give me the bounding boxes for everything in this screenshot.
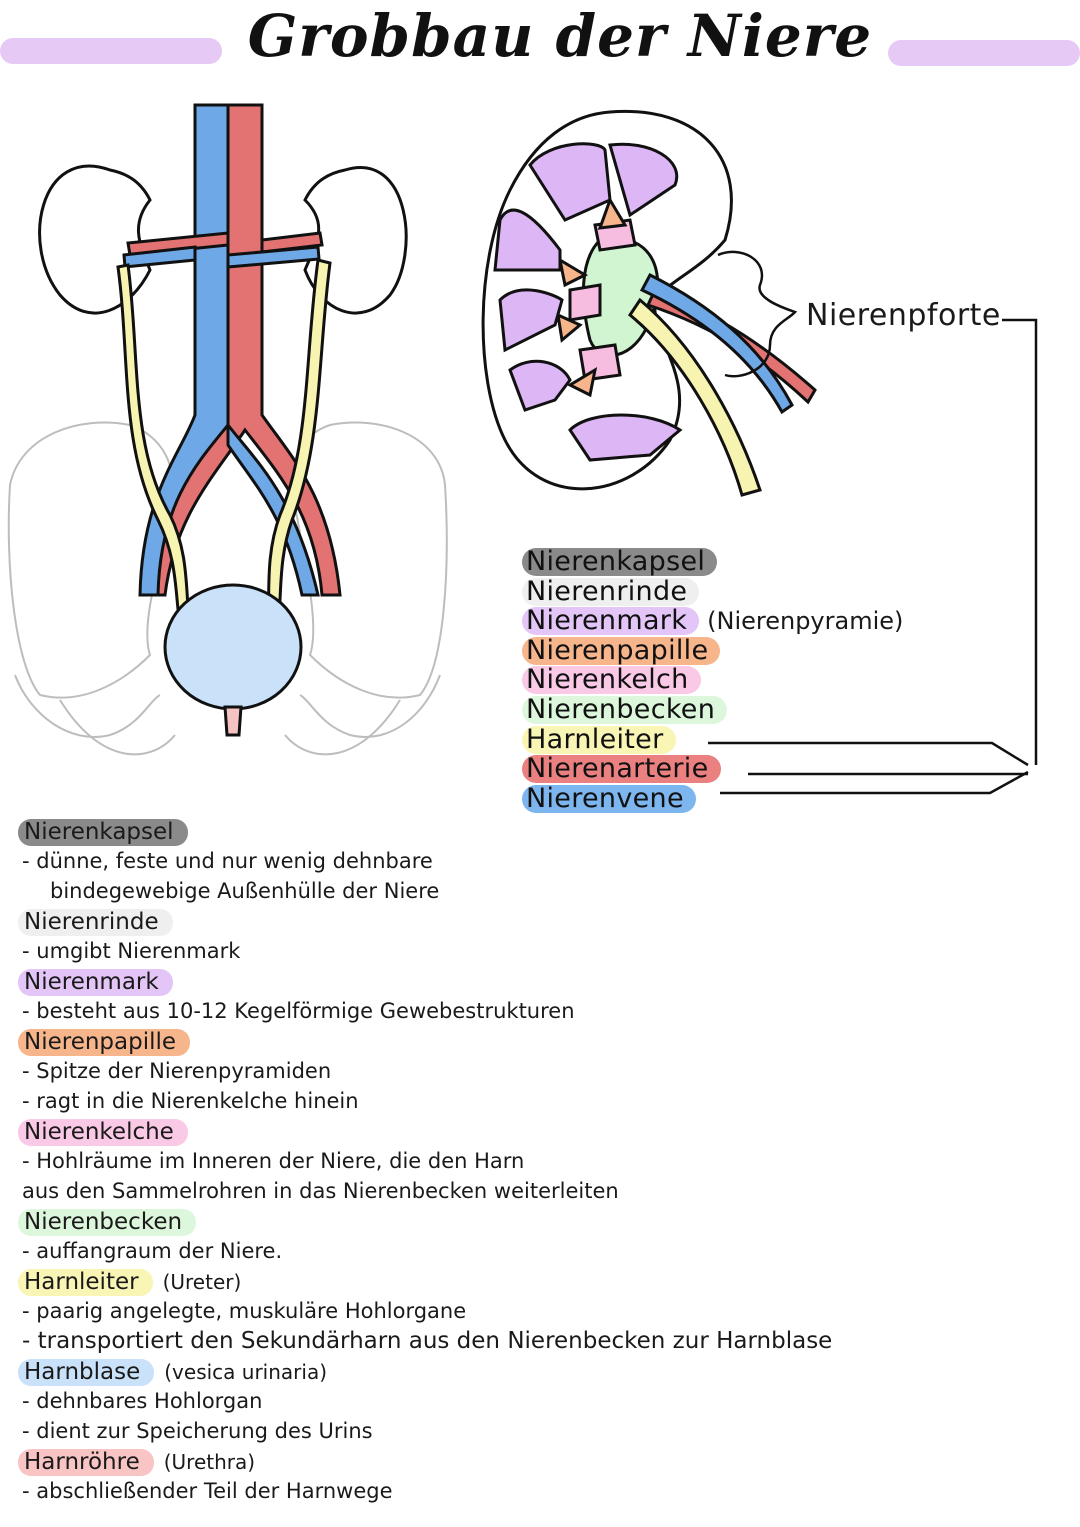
- title-bar-left: [0, 38, 222, 64]
- legend-item: Nierenmark(Nierenpyramie): [522, 607, 903, 637]
- legend-label: Nierenpapille: [522, 636, 721, 665]
- legend-item: Nierenbecken: [522, 695, 903, 726]
- papilla-3: [556, 312, 583, 343]
- note-block-harnleiter: Harnleiter (Ureter) - paarig angelegte, m…: [18, 1266, 1068, 1356]
- legend-item: Nierenvene: [522, 784, 903, 815]
- pelvis-left-wing: [7, 421, 174, 699]
- note-line: - auffangraum der Niere.: [22, 1239, 283, 1263]
- note-block-nierenbecken: Nierenbecken - auffangraum der Niere.: [18, 1206, 1068, 1266]
- note-heading: Harnröhre: [18, 1449, 154, 1476]
- legend-label: Nierenarterie: [522, 755, 721, 784]
- note-line: - Hohlräume im Inneren der Niere, die de…: [22, 1149, 525, 1173]
- note-line: - besteht aus 10-12 Kegelförmige Gewebes…: [22, 999, 575, 1023]
- note-heading-extra: (vesica urinaria): [164, 1360, 328, 1384]
- note-line: - transportiert den Sekundärharn aus den…: [22, 1328, 833, 1354]
- notes-section: Nierenkapsel - dünne, feste und nur weni…: [18, 816, 1068, 1506]
- cross-section-vein: [639, 273, 794, 415]
- note-line: - Spitze der Nierenpyramiden: [22, 1059, 332, 1083]
- left-kidney: [38, 164, 152, 315]
- note-heading: Nierenrinde: [18, 909, 173, 936]
- vena-cava: [138, 103, 230, 597]
- note-block-nierenrinde: Nierenrinde - umgibt Nierenmark: [18, 906, 1068, 966]
- papilla-2: [557, 256, 589, 288]
- pyramid-6: [568, 413, 683, 462]
- note-line: - abschließender Teil der Harnwege: [22, 1479, 393, 1503]
- page-title: Grobbau der Niere: [247, 2, 873, 70]
- legend-item: Nierenkelch: [522, 666, 903, 696]
- pyramid-3: [493, 208, 562, 272]
- note-line: - umgibt Nierenmark: [22, 939, 241, 963]
- calyx-2: [568, 283, 602, 322]
- legend-label: Nierenkelch: [522, 666, 701, 695]
- legend-note: (Nierenpyramie): [707, 607, 904, 636]
- pyramid-4: [498, 288, 564, 353]
- hilum-bracket: [717, 250, 798, 378]
- papilla-4: [566, 366, 598, 398]
- renal-vein-left: [122, 245, 197, 269]
- legend-label: Nierenkapsel: [522, 548, 718, 576]
- hilum-connector: [708, 318, 1038, 795]
- note-heading: Nierenbecken: [18, 1209, 197, 1236]
- note-heading: Nierenmark: [18, 969, 173, 996]
- note-line: - ragt in die Nierenkelche hinein: [22, 1089, 359, 1113]
- legend-label: Nierenrinde: [522, 577, 700, 606]
- pyramid-1: [528, 142, 612, 222]
- cross-section-ureter: [627, 297, 762, 497]
- note-block-nierenmark: Nierenmark - besteht aus 10-12 Kegelförm…: [18, 966, 1068, 1026]
- calyx-3: [578, 343, 622, 382]
- bladder: [163, 583, 303, 711]
- note-heading-extra: (Ureter): [162, 1270, 242, 1294]
- legend-item: Harnleiter: [522, 725, 903, 756]
- title-bar-right: [888, 40, 1080, 66]
- note-block-nierenkelche: Nierenkelche - Hohlräume im Inneren der …: [18, 1116, 1068, 1206]
- note-heading: Harnleiter: [18, 1269, 153, 1296]
- pelvis-floor: [59, 699, 401, 756]
- urethra: [223, 705, 243, 737]
- note-line: - dient zur Speicherung des Urins: [22, 1419, 373, 1443]
- legend-item: Nierenkapsel: [522, 548, 903, 578]
- note-heading-extra: (Urethra): [163, 1450, 256, 1474]
- pelvis-right-hip: [299, 674, 441, 738]
- renal-pelvis: [582, 237, 660, 357]
- hilum-label: Nierenpforte: [806, 298, 1001, 333]
- pelvis-left-hip: [14, 674, 161, 738]
- note-line: bindegewebige Außenhülle der Niere: [50, 879, 440, 903]
- pelvis-right-wing: [290, 421, 448, 699]
- note-heading: Nierenkapsel: [18, 819, 188, 846]
- note-line: - dünne, feste und nur wenig dehnbare: [22, 849, 433, 873]
- legend: Nierenkapsel Nierenrinde Nierenmark(Nier…: [522, 548, 903, 814]
- note-block-nierenkapsel: Nierenkapsel - dünne, feste und nur weni…: [18, 816, 1068, 906]
- pyramid-5: [508, 359, 572, 412]
- legend-label: Nierenvene: [522, 784, 696, 813]
- renal-artery-right: [260, 231, 324, 254]
- note-heading: Harnblase: [18, 1359, 155, 1386]
- legend-label: Harnleiter: [522, 725, 676, 754]
- note-heading: Nierenpapille: [18, 1029, 191, 1056]
- legend-item: Nierenrinde: [522, 577, 903, 608]
- note-line: - dehnbares Hohlorgan: [22, 1389, 263, 1413]
- urinary-system-figure: [7, 103, 448, 756]
- note-block-harnroehre: Harnröhre (Urethra) - abschließender Teil…: [18, 1446, 1068, 1506]
- note-line: - paarig angelegte, muskuläre Hohlorgane: [22, 1299, 467, 1323]
- legend-label: Nierenmark: [522, 607, 700, 636]
- note-line: aus den Sammelrohren in das Nierenbecken…: [22, 1179, 619, 1203]
- note-block-nierenpapille: Nierenpapille - Spitze der Nierenpyramid…: [18, 1026, 1068, 1116]
- pyramid-2: [608, 142, 679, 218]
- right-iliac-vein: [226, 420, 320, 597]
- kidney-cross-section: [481, 109, 817, 497]
- note-block-harnblase: Harnblase (vesica urinaria) - dehnbares H…: [18, 1356, 1068, 1446]
- legend-item: Nierenpapille: [522, 636, 903, 667]
- papilla-1: [597, 196, 628, 230]
- legend-item: Nierenarterie: [522, 755, 903, 785]
- legend-label: Nierenbecken: [522, 695, 728, 724]
- note-heading: Nierenkelche: [18, 1119, 188, 1146]
